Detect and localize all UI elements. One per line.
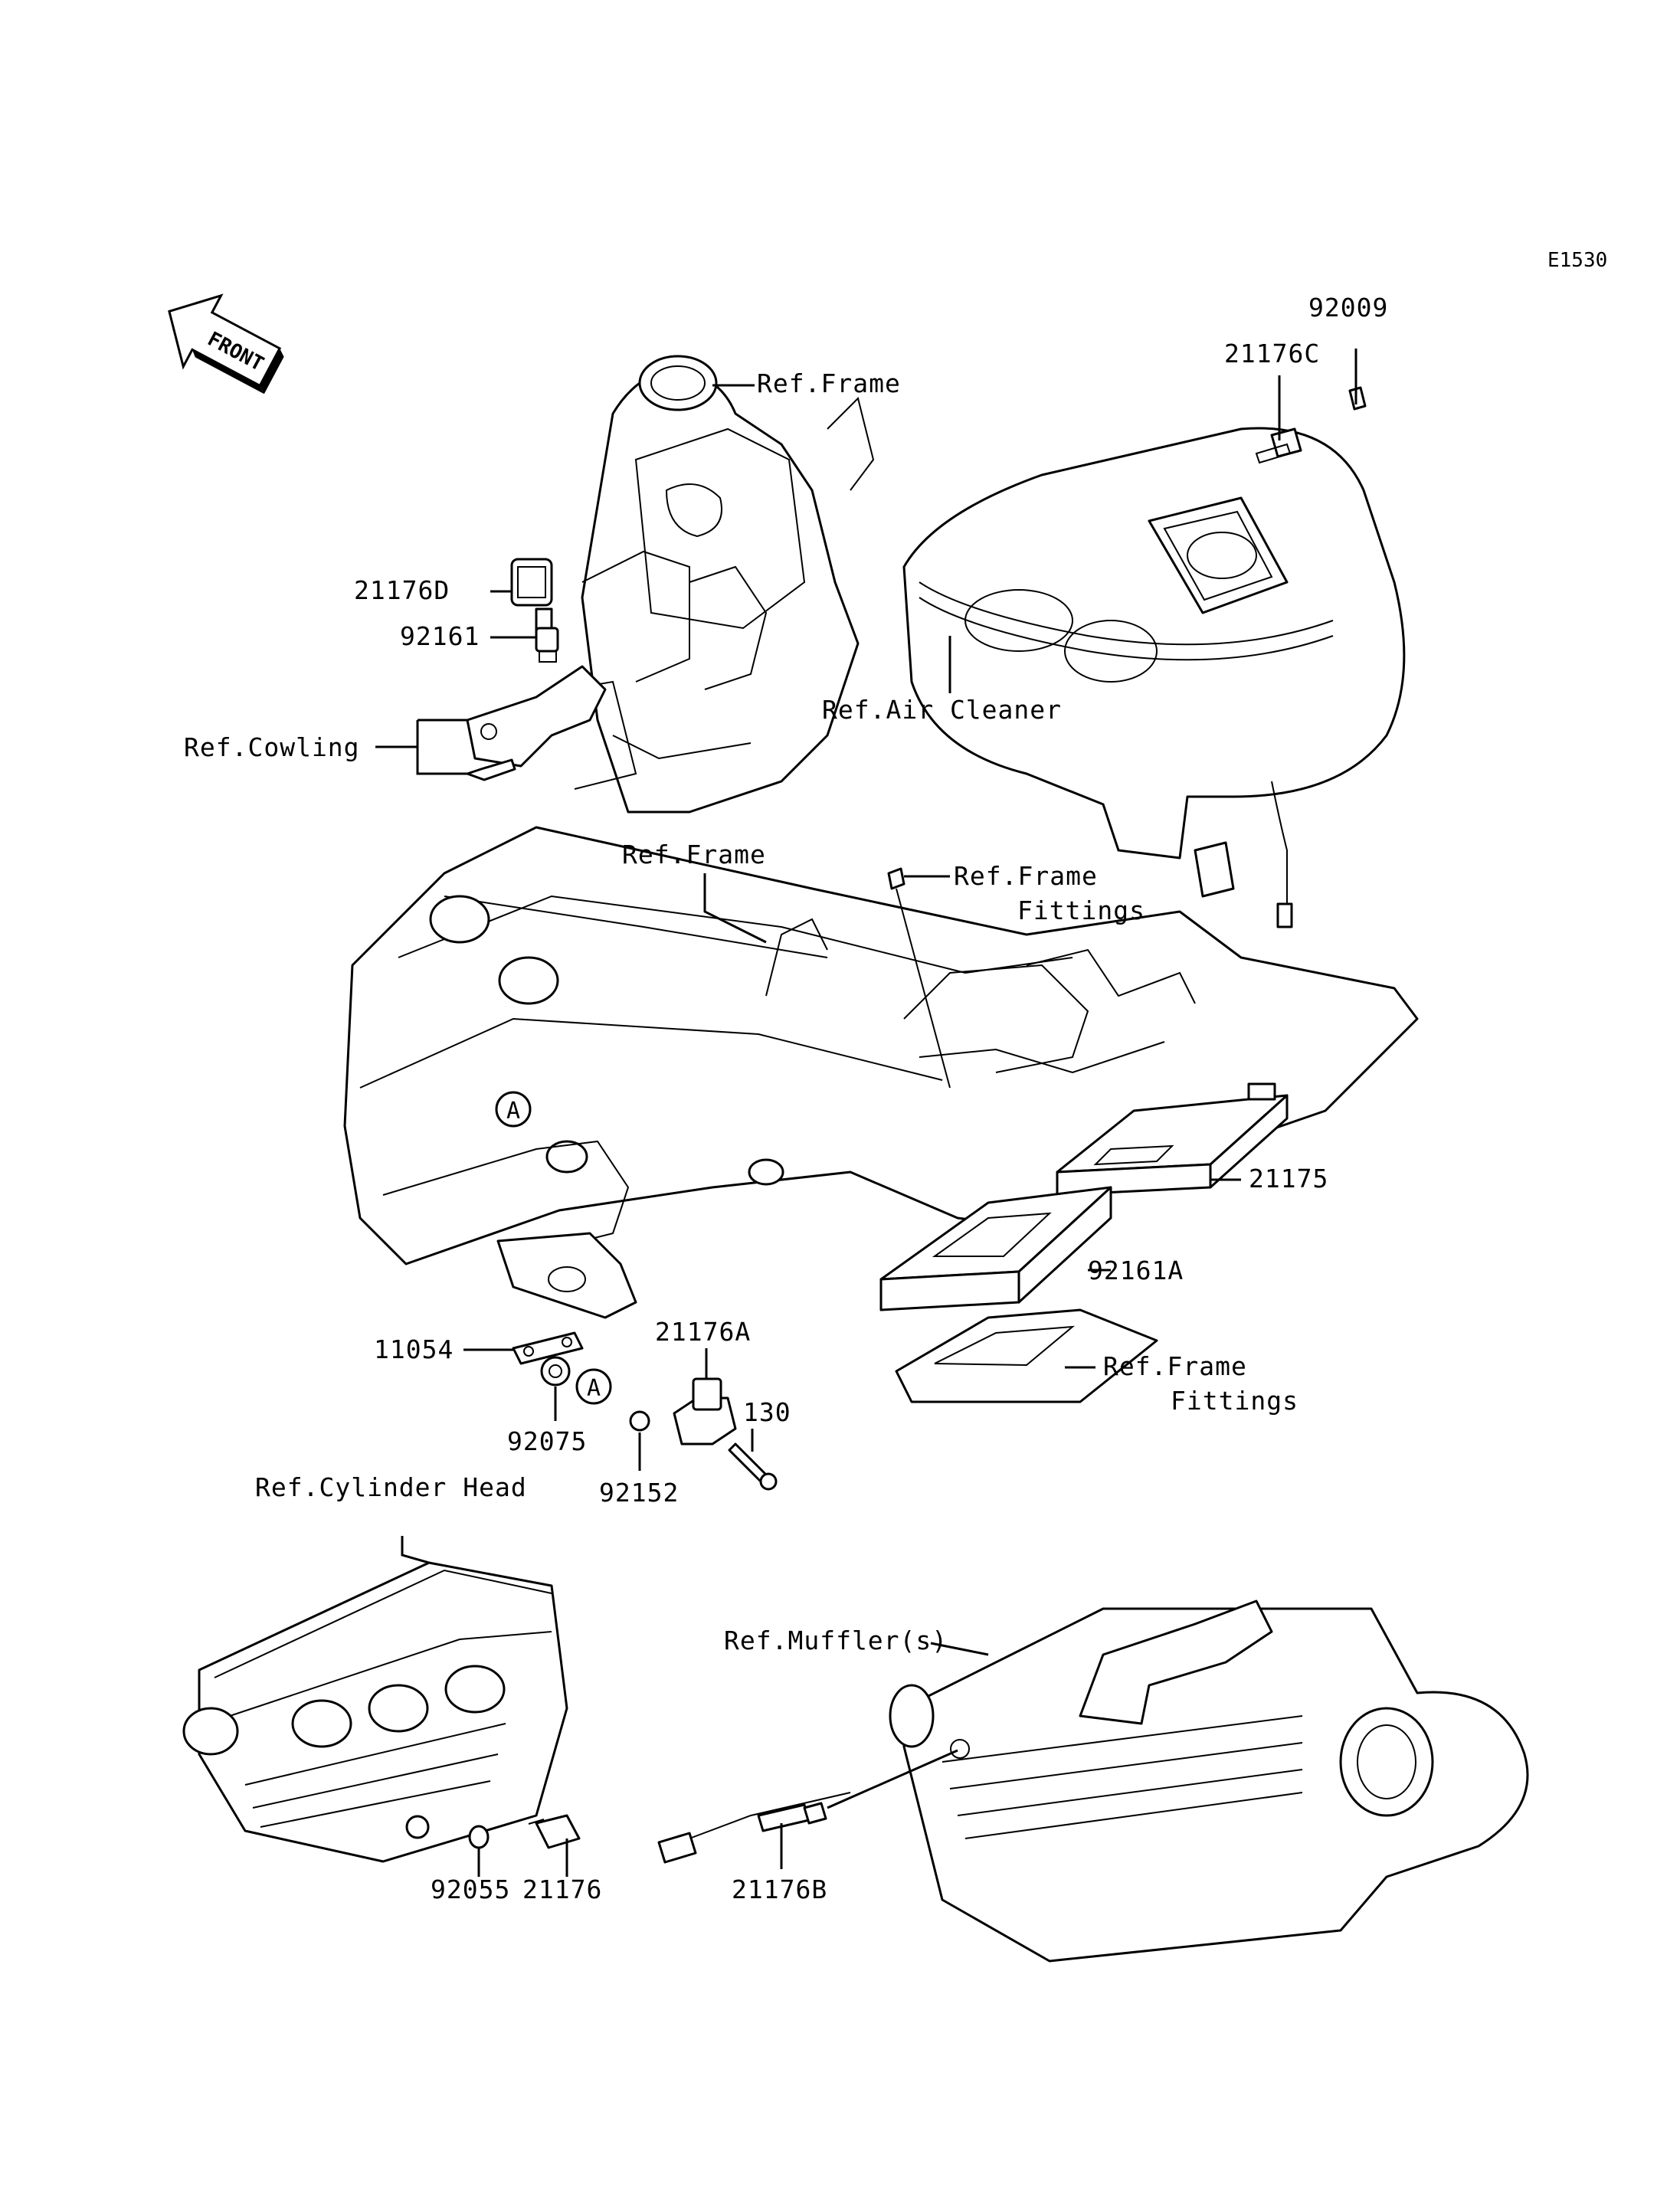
part-number-92055: 92055 [431, 1874, 510, 1904]
label-ref-frame-fittings-bottom: Ref.Frame [1103, 1351, 1247, 1381]
main-frame-drawing [343, 826, 1419, 1319]
cylinder-head-drawing [182, 1561, 568, 1863]
part-number-21176B: 21176B [732, 1874, 827, 1904]
part-number-21175: 21175 [1249, 1164, 1328, 1193]
part-number-21176C: 21176C [1224, 339, 1320, 368]
upper-frame-drawing [566, 355, 875, 814]
callout-marker-a-frame: A [495, 1091, 532, 1128]
label-ref-frame-fittings-top-line2: Fittings [1017, 895, 1145, 925]
sensor-21176A-drawing [673, 1377, 737, 1446]
o-ring-92055-drawing [468, 1825, 490, 1849]
cowling-bracket-drawing [466, 665, 607, 781]
label-ref-mufflers: Ref.Muffler(s) [724, 1626, 948, 1655]
part-number-21176A: 21176A [655, 1317, 751, 1347]
leader-lines [375, 349, 1357, 1877]
part-number-92009: 92009 [1308, 293, 1388, 323]
label-ref-frame-fittings-bottom-line2: Fittings [1171, 1386, 1298, 1416]
svg-text:A: A [587, 1375, 601, 1402]
label-ref-frame-fittings-top: Ref.Frame [954, 861, 1098, 891]
part-number-92152: 92152 [599, 1478, 679, 1508]
muffler-drawing [889, 1599, 1529, 1963]
svg-text:A: A [506, 1098, 520, 1125]
collar-92152-drawing [629, 1410, 650, 1432]
holder-92161A-drawing [879, 1186, 1112, 1311]
sensor-21176-drawing [528, 1814, 581, 1849]
label-ref-frame-top: Ref.Frame [757, 368, 901, 398]
label-ref-cowling: Ref.Cowling [184, 732, 360, 762]
part-number-21176: 21176 [522, 1874, 602, 1904]
diagram-code: E1530 [1547, 249, 1607, 272]
grommet-92075-drawing [540, 1356, 571, 1387]
label-ref-cylinder-head: Ref.Cylinder Head [255, 1472, 527, 1502]
part-number-11054: 11054 [374, 1334, 454, 1364]
gasket-11054-drawing [512, 1331, 584, 1365]
part-number-92161: 92161 [400, 621, 480, 651]
ecu-21175-drawing [1056, 1082, 1289, 1197]
sensor-21176B-drawing [657, 1749, 958, 1864]
part-number-21176D: 21176D [354, 575, 450, 605]
label-ref-frame-mid: Ref.Frame [622, 840, 766, 869]
part-number-92075: 92075 [507, 1426, 587, 1456]
frame-fitting-bracket-drawing [895, 1308, 1158, 1403]
part-number-92161A: 92161A [1088, 1256, 1184, 1285]
part-number-130: 130 [743, 1397, 791, 1427]
callout-marker-a-parts: A [575, 1368, 612, 1405]
air-cleaner-drawing [902, 386, 1406, 928]
label-ref-air-cleaner: Ref.Air Cleaner [822, 695, 1062, 725]
bolt-130-drawing [728, 1442, 778, 1491]
sensor-21176D-drawing [510, 558, 553, 634]
front-arrow-icon: FRONT [168, 293, 284, 395]
damper-92161-drawing [535, 627, 559, 663]
